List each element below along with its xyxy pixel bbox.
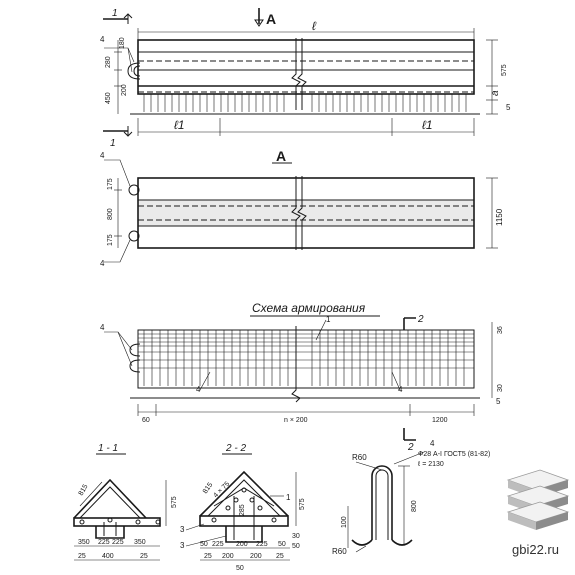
- elevation-stirrups: [143, 94, 467, 112]
- sec22-b1-2: 200: [236, 541, 248, 548]
- stack-logo-icon: [506, 469, 570, 530]
- sec22-b2-3: 25: [276, 553, 284, 560]
- item-4-plan-bottom: 4: [100, 259, 105, 268]
- dim-200: 200: [121, 84, 128, 96]
- dim-575: 575: [501, 64, 508, 76]
- sec11-dim-25a: 25: [78, 553, 86, 560]
- detail-dim-100: 100: [341, 516, 348, 528]
- sec11-dim-225b: 225: [112, 539, 124, 546]
- scheme-dim-1200: 1200: [432, 417, 448, 424]
- scheme-dim-30: 30: [497, 384, 504, 392]
- sec11-dim-575: 575: [171, 496, 178, 508]
- dim-450: 450: [105, 92, 112, 104]
- detail-spec-length: ℓ = 2130: [417, 461, 444, 468]
- watermark-text: gbi22.ru: [512, 542, 559, 557]
- mesh-longitudinal-bars: [138, 333, 474, 369]
- lifting-loop-detail: [347, 451, 425, 553]
- detail-item-4: 4: [430, 439, 435, 448]
- dim-1150: 1150: [495, 208, 504, 226]
- sec11-dim-350a: 350: [78, 539, 90, 546]
- item-4-scheme-right: 4: [398, 385, 403, 394]
- sec22-item-1: 1: [286, 493, 291, 502]
- section-1-bottom: 1: [110, 138, 116, 149]
- sec22-item-3a: 3: [180, 525, 185, 534]
- sec22-b2-2: 200: [250, 553, 262, 560]
- section-2-2: [185, 453, 297, 561]
- detail-dim-800: 800: [411, 500, 418, 512]
- item-4-label-elev: 4: [100, 35, 105, 44]
- dim-800-plan: 800: [107, 208, 114, 220]
- detail-spec-bar: Ф28 А-I ГОСТ5 (81-82): [418, 451, 490, 458]
- sec22-dim-4x75: 4 × 75: [212, 480, 231, 499]
- sec22-dim-575: 575: [299, 498, 306, 510]
- sec22-b1-0: 50: [200, 541, 208, 548]
- sec11-dim-350b: 350: [134, 539, 146, 546]
- section-1-1-title: 1 - 1: [98, 443, 118, 454]
- item-4-scheme: 4: [100, 323, 105, 332]
- elevation-view: [103, 8, 498, 137]
- detail-r60-top: R60: [352, 453, 367, 462]
- end-length-right: ℓ1: [422, 118, 433, 132]
- section-2-top: 2: [417, 314, 424, 325]
- sec22-b1-4: 50: [278, 541, 286, 548]
- plan-view: [104, 159, 498, 263]
- item-1-scheme: 1: [326, 315, 331, 324]
- section-1-1: [73, 453, 167, 561]
- sec11-dim-400: 400: [102, 553, 114, 560]
- end-length-left: ℓ1: [174, 118, 185, 132]
- sec11-dim-815: 815: [78, 483, 90, 497]
- dim-a: a: [490, 90, 501, 96]
- detail-r60-bottom: R60: [332, 547, 347, 556]
- dim-180: 180: [119, 37, 126, 49]
- sec22-item-3b: 3: [180, 541, 185, 550]
- dim-175b: 175: [107, 234, 114, 246]
- sec22-dim-30: 30: [292, 533, 300, 540]
- reinforcement-scheme: [104, 315, 493, 441]
- dim-175: 175: [107, 178, 114, 190]
- sec22-b2-0: 25: [204, 553, 212, 560]
- scheme-dim-36: 36: [497, 326, 504, 334]
- scheme-dim-5: 5: [496, 397, 501, 406]
- section-1-top: 1: [112, 8, 118, 19]
- dim-5-elev: 5: [506, 103, 511, 112]
- sec22-b2-1: 200: [222, 553, 234, 560]
- scheme-dim-span: n × 200: [284, 417, 308, 424]
- item-4-plan-top: 4: [100, 151, 105, 160]
- sec22-dim-50b: 50: [292, 543, 300, 550]
- sec11-dim-225a: 225: [98, 539, 110, 546]
- view-a-marker: A: [266, 11, 276, 27]
- dim-280: 280: [105, 56, 112, 68]
- sec22-b1-1: 225: [212, 541, 224, 548]
- plan-view-title: A: [276, 148, 286, 164]
- scheme-title: Схема армирования: [252, 301, 366, 315]
- sec22-b1-3: 225: [256, 541, 268, 548]
- section-2-bottom: 2: [407, 442, 414, 453]
- scheme-dim-60: 60: [142, 417, 150, 424]
- mesh-stirrups: [143, 330, 465, 386]
- sec11-dim-25b: 25: [140, 553, 148, 560]
- section-2-2-title: 2 - 2: [225, 443, 246, 454]
- sec22-dim-285: 285: [239, 504, 246, 516]
- item-4-scheme-left: 4: [196, 385, 201, 394]
- length-label: ℓ: [312, 19, 317, 33]
- sec22-dim-50: 50: [236, 565, 244, 572]
